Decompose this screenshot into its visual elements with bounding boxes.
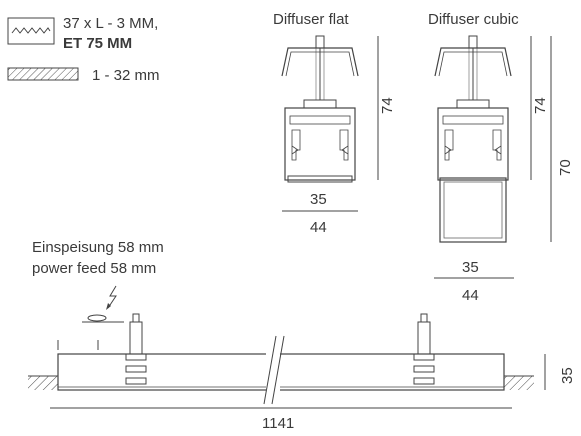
luminaire-height: 35 xyxy=(559,367,576,384)
mounting-bracket-left xyxy=(125,313,147,385)
profile-flat-outer-width: 44 xyxy=(310,219,327,236)
saw-cut-et: ET 75 MM xyxy=(63,35,132,52)
ceiling-right-hatch xyxy=(504,376,534,390)
ceiling-thickness-hatch-icon xyxy=(7,67,79,81)
mounting-bracket-right xyxy=(413,313,435,385)
ceiling-left-hatch xyxy=(28,376,58,390)
power-feed-label-en: power feed 58 mm xyxy=(32,260,156,277)
saw-cut-spec: 37 x L - 3 MM, xyxy=(63,15,158,32)
length-break-mark xyxy=(263,335,285,405)
saw-cut-icon xyxy=(7,17,55,45)
luminaire-length: 1141 xyxy=(262,415,294,432)
side-view: 1141 35 xyxy=(28,313,576,432)
profile-cubic-inner-width: 35 xyxy=(462,259,479,276)
ceiling-thickness-range: 1 - 32 mm xyxy=(92,67,160,84)
power-feed-note: Einspeisung 58 mm power feed 58 mm xyxy=(32,239,164,350)
profile-cubic-title: Diffuser cubic xyxy=(428,11,519,28)
luminaire-body xyxy=(57,353,505,391)
profile-flat-inner-width: 35 xyxy=(310,191,327,208)
profile-cubic-total-height: 70 xyxy=(557,159,574,176)
legend: 37 x L - 3 MM, ET 75 MM 1 - 32 mm xyxy=(7,15,160,84)
profile-diffuser-flat: Diffuser flat 74 35 44 xyxy=(273,11,396,236)
power-feed-label-de: Einspeisung 58 mm xyxy=(32,239,164,256)
profile-cubic-outer-width: 44 xyxy=(462,287,479,304)
profile-diffuser-cubic: Diffuser cubic 74 70 35 44 xyxy=(428,11,574,304)
profile-cubic-height: 74 xyxy=(532,97,549,114)
profile-flat-title: Diffuser flat xyxy=(273,11,349,28)
profile-flat-height: 74 xyxy=(379,97,396,114)
power-feed-icon xyxy=(82,285,124,323)
